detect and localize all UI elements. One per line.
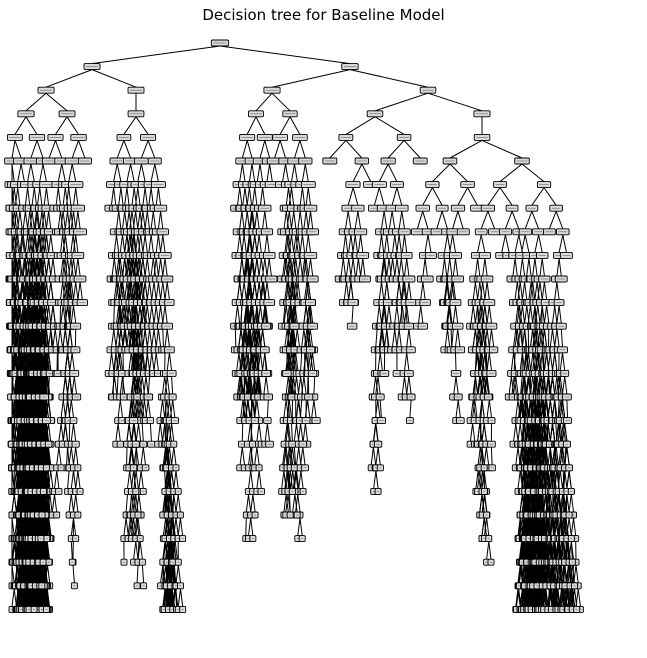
tree-edge	[92, 46, 220, 64]
tree-edge	[14, 494, 16, 512]
tree-edge	[26, 117, 37, 135]
tree-edge	[26, 93, 46, 111]
tree-edge	[28, 164, 31, 182]
tree-edge	[31, 140, 37, 158]
tree-edge	[16, 188, 18, 206]
tree-edge	[18, 211, 20, 229]
tree-edge	[20, 211, 22, 229]
tree-edge	[12, 589, 14, 607]
tree-edge	[18, 188, 20, 206]
tree-edge	[18, 164, 21, 182]
tree-edge	[46, 70, 92, 88]
tree-edge	[23, 211, 25, 229]
tree-edge	[15, 140, 21, 158]
tree-edge	[25, 188, 27, 206]
tree-edge	[15, 117, 26, 135]
tree-edge	[12, 140, 15, 158]
tree-edge	[12, 494, 14, 512]
tree-edge	[21, 164, 24, 182]
